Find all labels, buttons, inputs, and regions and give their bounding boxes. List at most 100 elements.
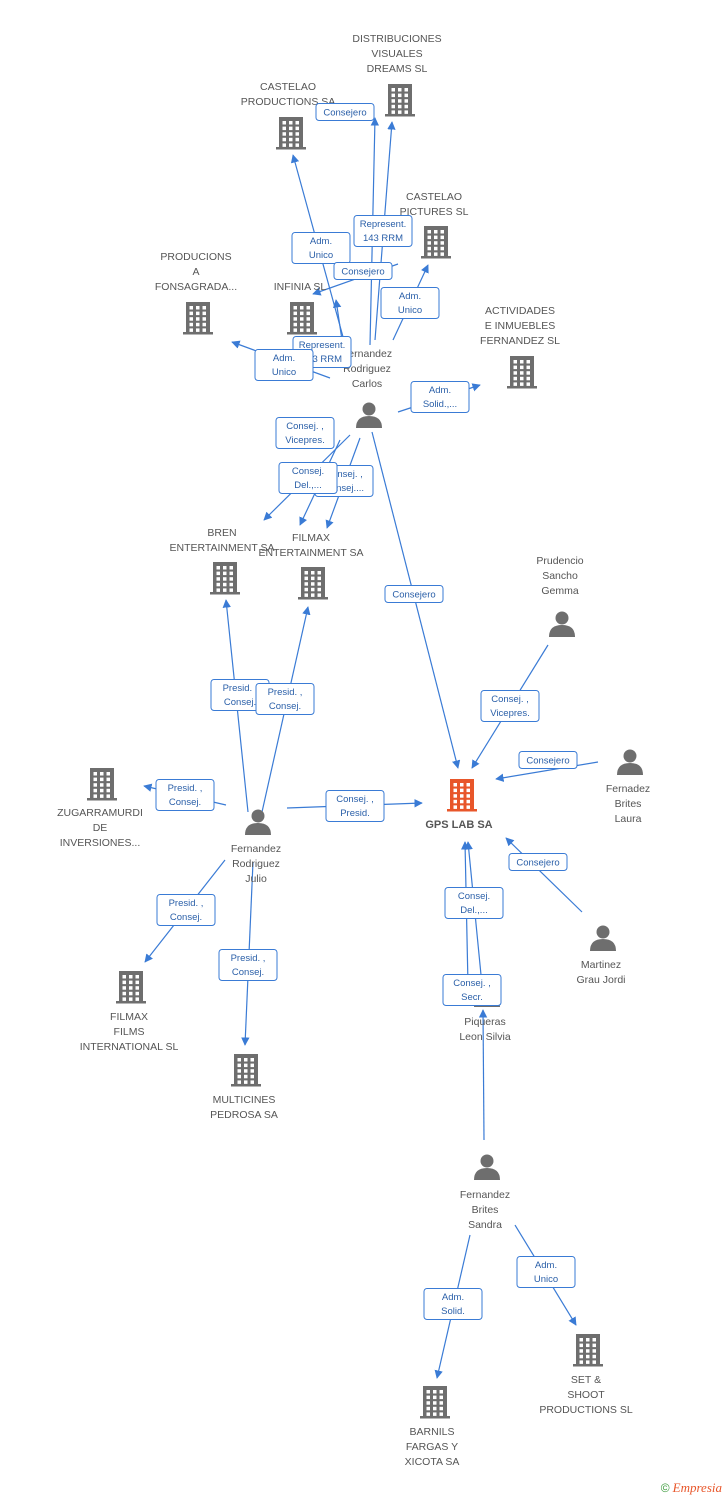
relation-label[interactable]: Presid. ,Consej. [255,683,315,715]
relation-label-text: Consej. , [325,469,363,480]
company-node-gps[interactable]: GPS LAB SA [425,779,493,831]
relation-label[interactable]: Adm.Unico [291,232,351,264]
relation-label[interactable]: Consej.Del.,... [444,887,504,919]
relation-label-text: Adm. [310,236,332,247]
node-label: FILMS [114,1026,145,1038]
relation-label[interactable]: Presid. , Consej. [155,779,215,811]
relation-label-box [156,894,216,926]
relation-label-text: Presid. , [168,783,203,794]
relation-label-text: Consej. [224,697,256,708]
relation-label[interactable]: Consej. ,Vicepres. [275,417,335,449]
relation-label[interactable]: Adm.Unico [380,287,440,319]
relation-label[interactable]: Consej. ,Presid. [325,790,385,822]
node-label: Brites [472,1204,499,1216]
relation-label[interactable]: Consej. ,Secr. [442,974,502,1006]
relation-label-text: Adm. [442,1292,464,1303]
person-icon [549,611,575,637]
company-building-icon [276,117,306,150]
node-label: PICTURES SL [400,206,469,218]
person-icon [474,1154,500,1180]
relation-label[interactable]: Presid. ,Consej. [218,949,278,981]
relation-label[interactable]: Presid. ,Consej. [156,894,216,926]
relation-label-box [444,887,504,919]
relation-label[interactable]: Adm. Unico [254,349,314,381]
relation-label-text: Consej. [292,466,324,477]
relation-label-box [384,585,444,603]
company-node-producions[interactable]: PRODUCIONSAFONSAGRADA... [155,251,237,335]
relation-label-box [255,683,315,715]
node-label: Rodriguez [232,858,280,870]
relation-label-box [480,690,540,722]
relation-label-text: Consejero [526,756,569,767]
node-label: Sandra [468,1219,502,1231]
node-label: Leon Silvia [459,1031,511,1043]
relation-label-text: Represent. [360,219,406,230]
person-icon [590,925,616,951]
relation-label-text: Unico [272,367,296,378]
node-label: SHOOT [567,1389,605,1401]
copyright-symbol: © [660,1481,670,1495]
node-label: ACTIVIDADES [485,305,555,317]
node-label: PEDROSA SA [210,1109,278,1121]
company-node-multicines[interactable]: MULTICINES PEDROSA SA [210,1054,278,1121]
relation-label-box [275,417,335,449]
company-building-icon [298,567,328,600]
relation-label[interactable]: Adm.Solid. [423,1288,483,1320]
relation-label-text: 143 RRM [363,233,403,244]
node-label: BARNILS [410,1426,455,1438]
relation-label[interactable]: Represent. 143 RRM [353,215,413,247]
node-label: PRODUCIONS [160,251,231,263]
relation-label-text: Presid. [340,808,370,819]
relation-label[interactable]: Consejero [333,262,393,280]
relation-label-text: Consej. [169,797,201,808]
node-label: PRODUCTIONS SA [241,96,336,108]
node-label: DISTRIBUCIONES [352,33,441,45]
relation-label-text: Adm. [273,353,295,364]
relation-label[interactable]: Consej.Del.,... [278,462,338,494]
relation-label[interactable]: Adm.Unico [516,1256,576,1288]
company-building-icon [210,562,240,595]
node-label: Fernadez [606,783,650,795]
edge-jordi-to-gps [505,837,583,913]
relation-label-text: Consejero [323,108,366,119]
relation-label-text: Presid. , [231,953,266,964]
relation-label[interactable]: Consejero [518,751,578,769]
relation-label-box [508,853,568,871]
relation-label-box [278,462,338,494]
node-label: INTERNATIONAL SL [80,1041,179,1053]
relation-label[interactable]: Consejero [315,103,375,121]
relation-label[interactable]: Consejero [508,853,568,871]
company-node-infinia[interactable]: INFINIA SL [274,281,327,335]
node-label: MULTICINES [213,1094,276,1106]
node-label: Sancho [542,570,578,582]
relation-label[interactable]: Consejero [384,585,444,603]
node-label: INVERSIONES... [60,837,141,849]
relation-label[interactable]: Consej. ,Vicepres. [480,690,540,722]
relation-label-box [410,381,470,413]
company-node-zugarramurdi[interactable]: ZUGARRAMURDIDEINVERSIONES... [57,768,143,849]
relation-label-text: Consejero [392,590,435,601]
relation-label[interactable]: Adm.Solid.,... [410,381,470,413]
node-label: FERNANDEZ SL [480,335,560,347]
node-label: XICOTA SA [405,1456,460,1468]
relation-label-text: Consej. [458,891,490,902]
relation-label-text: Consej. , [491,694,529,705]
node-label: Julio [245,873,267,885]
company-building-icon [573,1334,603,1367]
